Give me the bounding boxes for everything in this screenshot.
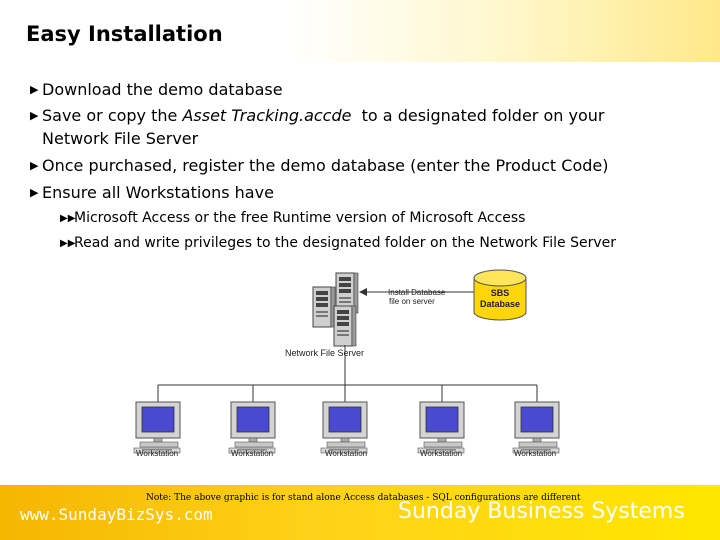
workstation-label: Workstation <box>231 449 273 458</box>
workstation-icon <box>320 401 368 454</box>
install-label: file on server <box>389 297 435 306</box>
sub-bullet-item: ▶▶Microsoft Access or the free Runtime v… <box>60 210 526 226</box>
workstation-label: Workstation <box>420 449 462 458</box>
workstation-icon <box>512 401 560 454</box>
header-band <box>0 0 720 62</box>
server-label: Network File Server <box>285 348 364 358</box>
bullet-arrow-icon: ▶ <box>30 159 39 172</box>
bullet-item: ▶Download the demo database <box>30 80 283 99</box>
double-arrow-icon: ▶▶ <box>60 213 76 224</box>
bullet-item: ▶Ensure all Workstations have <box>30 183 274 202</box>
workstation-icon <box>133 401 181 454</box>
bullet-item: ▶Save or copy the Asset Tracking.accde t… <box>30 106 605 125</box>
install-label: Install Database <box>388 288 446 297</box>
network-diagram: Install Database file on server SBS Data… <box>133 269 560 458</box>
bullet-item: ▶Once purchased, register the demo datab… <box>30 156 609 175</box>
workstation-label: Workstation <box>514 449 556 458</box>
footer-note: Note: The above graphic is for stand alo… <box>146 493 581 503</box>
website-link[interactable]: www.SundayBizSys.com <box>20 505 213 524</box>
bullet-arrow-icon: ▶ <box>30 186 39 199</box>
sub-bullet-item: ▶▶Read and write privileges to the desig… <box>60 235 617 251</box>
workstation-icon <box>417 401 465 454</box>
database-icon: SBS Database <box>473 269 527 321</box>
workstation-label: Workstation <box>136 449 178 458</box>
workstation-label: Workstation <box>325 449 367 458</box>
bullet-arrow-icon: ▶ <box>30 83 39 96</box>
workstation-icon <box>228 401 276 454</box>
footer-band <box>0 485 720 540</box>
server-icon <box>312 272 359 347</box>
db-label: SBS <box>491 288 510 298</box>
bullet-continuation: Network File Server <box>42 129 199 148</box>
db-label: Database <box>480 299 520 309</box>
slide-title: Easy Installation <box>26 22 223 46</box>
company-name: Sunday Business Systems <box>398 499 685 524</box>
double-arrow-icon: ▶▶ <box>60 238 76 249</box>
bullet-arrow-icon: ▶ <box>30 109 39 122</box>
